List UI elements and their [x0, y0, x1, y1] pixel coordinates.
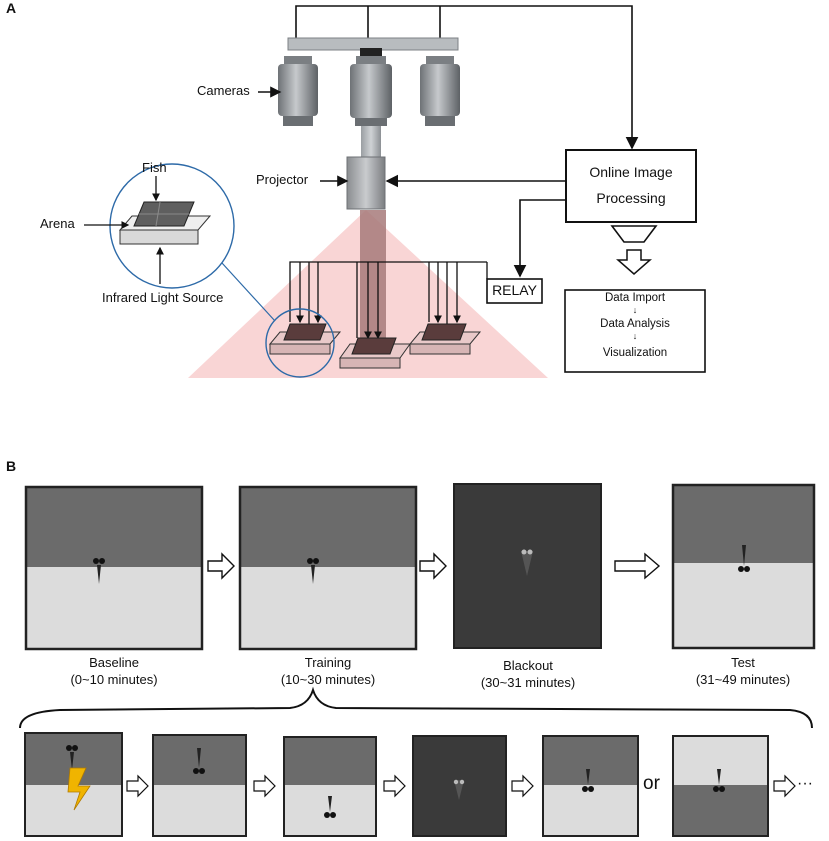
fish-icon [521, 549, 533, 576]
panel-a-letter: A [6, 0, 17, 16]
training-brace [19, 686, 813, 729]
camera-left [278, 56, 318, 126]
camera-right [420, 56, 460, 126]
fish-label: Fish [142, 160, 167, 175]
stage-time-training: (10~30 minutes) [280, 672, 376, 687]
arena-center [339, 337, 411, 369]
substep-5 [542, 735, 639, 837]
shock-icon [67, 767, 91, 811]
stage-panel-test [671, 483, 816, 650]
fish-icon [307, 558, 319, 584]
projector [346, 156, 386, 210]
relay-label: RELAY [492, 282, 537, 298]
substep-arrows [126, 774, 796, 798]
arena-left [268, 323, 342, 355]
substep-4 [412, 735, 507, 837]
stage-name-test: Test [731, 655, 755, 670]
stage-time-blackout: (30~31 minutes) [480, 675, 576, 690]
camera-center [350, 56, 392, 126]
pipeline-step-data-import: Data Import [604, 292, 666, 304]
arena-right [408, 323, 482, 355]
stage-time-test: (31~49 minutes) [695, 672, 791, 687]
stage-name-baseline: Baseline [89, 655, 139, 670]
ellipsis-label: ··· [797, 775, 813, 792]
substep-1 [24, 732, 123, 837]
substep-2 [152, 734, 247, 837]
pipeline-arrow-2: ↓ [632, 331, 638, 341]
pipeline-arrow [616, 249, 652, 275]
relay-box [486, 278, 543, 304]
fish-icon [93, 558, 105, 584]
pipeline-box [564, 289, 706, 373]
monitor-stand [610, 225, 658, 243]
stage-name-blackout: Blackout [503, 658, 553, 673]
or-label: or [643, 773, 660, 794]
stage-time-baseline: (0~10 minutes) [70, 672, 158, 687]
arena-label: Arena [40, 216, 75, 231]
substep-6 [672, 735, 769, 837]
stage-panel-training [238, 485, 418, 651]
beam-column [360, 210, 386, 350]
pipeline-step-data-analysis: Data Analysis [600, 318, 670, 330]
pipeline-step-visualization: Visualization [602, 347, 668, 359]
pipeline-arrow-1: ↓ [632, 305, 638, 315]
processing-label-line1: Online Image [589, 164, 673, 180]
stage-arrows [207, 552, 661, 580]
fish-icon [738, 545, 750, 572]
cameras-label: Cameras [197, 83, 250, 98]
camera-wiring [295, 5, 639, 150]
camera-pole [361, 126, 381, 158]
relay-wiring [289, 261, 488, 340]
substep-3 [283, 736, 377, 837]
zoom-circle-small [265, 308, 335, 378]
processing-monitor [565, 149, 697, 223]
zoomed-arena [118, 201, 212, 245]
projector-label: Projector [256, 172, 309, 187]
stage-panel-blackout [453, 483, 602, 649]
processing-label-line2: Processing [596, 190, 666, 206]
stage-name-training: Training [304, 655, 352, 670]
zoom-circle-large [109, 163, 235, 289]
infrared-light-source-label: Infrared Light Source [102, 290, 224, 305]
stage-panel-baseline [24, 485, 204, 651]
panel-b-letter: B [6, 458, 17, 474]
